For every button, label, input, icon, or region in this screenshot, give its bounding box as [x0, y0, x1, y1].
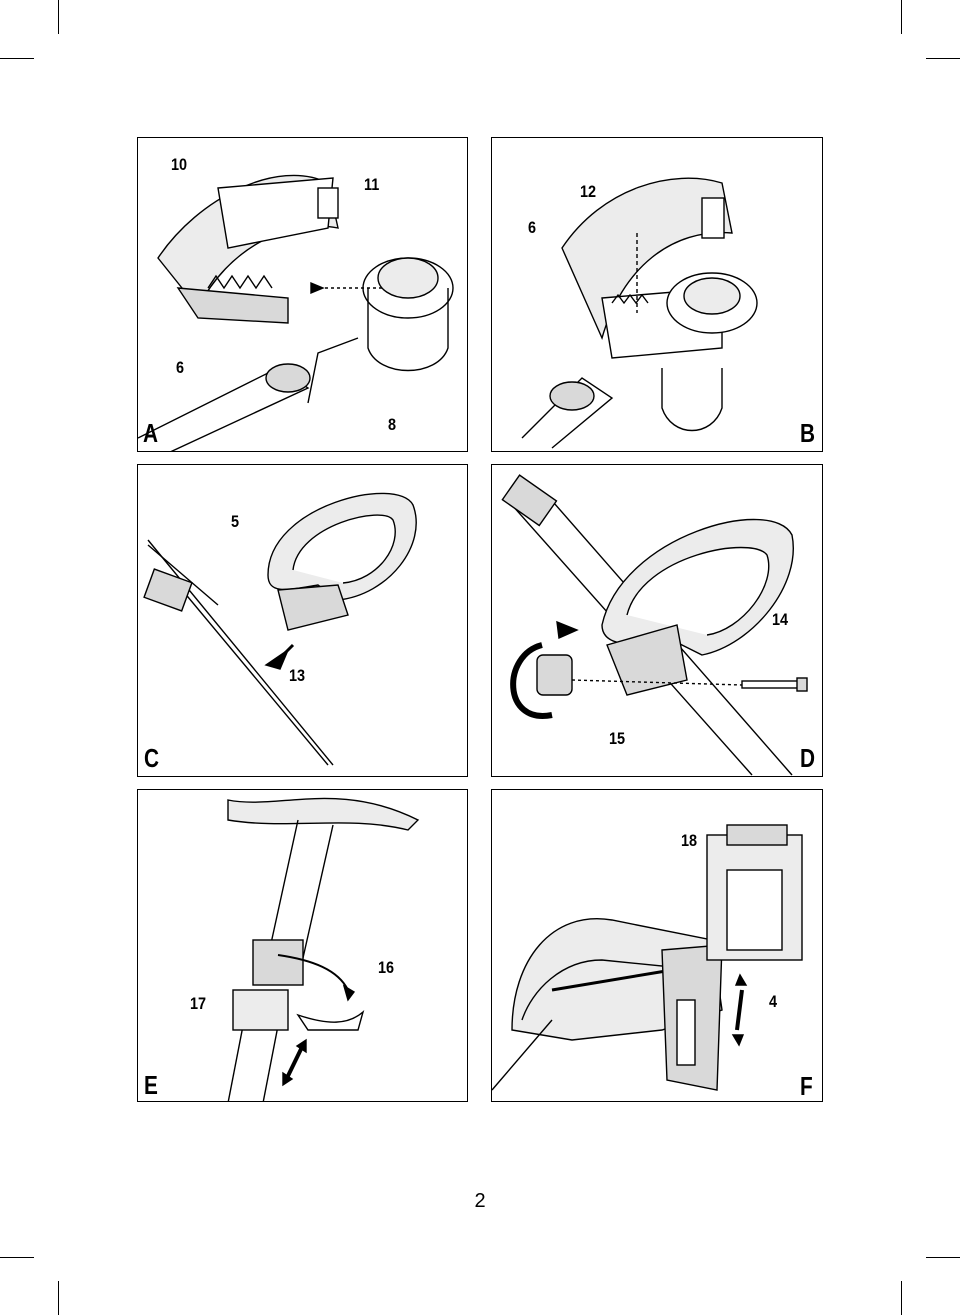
- callout-15: 15: [609, 729, 626, 748]
- crop-mark: [0, 1257, 34, 1258]
- battery-insertion-illustration: [492, 824, 803, 1091]
- callout-6: 6: [176, 358, 185, 377]
- shaft-adjustment-illustration: [227, 797, 420, 1101]
- callout-11: 11: [364, 175, 380, 194]
- panel-letter-e: E: [144, 1070, 158, 1100]
- figure-panel-c: 5 13 C: [137, 464, 468, 777]
- crop-mark: [901, 0, 902, 34]
- crop-mark: [58, 0, 59, 34]
- panel-letter-f: F: [800, 1071, 813, 1101]
- callout-17: 17: [190, 994, 207, 1013]
- callout-4: 4: [769, 992, 778, 1011]
- crop-mark: [926, 1257, 960, 1258]
- page-number: 2: [474, 1190, 486, 1212]
- panel-letter-b: B: [800, 418, 816, 448]
- crop-mark: [58, 1281, 59, 1315]
- crop-mark: [901, 1281, 902, 1315]
- callout-14: 14: [772, 610, 789, 629]
- handle-mounting-illustration: [501, 474, 808, 776]
- panel-letter-c: C: [144, 743, 160, 773]
- callout-13: 13: [289, 666, 306, 685]
- callout-12: 12: [580, 182, 597, 201]
- crop-mark: [926, 58, 960, 59]
- panel-letter-d: D: [800, 743, 816, 773]
- callout-10: 10: [171, 155, 188, 174]
- figure-panel-d: 14 15 D: [491, 464, 823, 777]
- callout-16: 16: [378, 958, 395, 977]
- callout-6: 6: [528, 218, 537, 237]
- callout-8: 8: [388, 415, 397, 434]
- figure-panel-f: 18 4 F: [491, 789, 823, 1102]
- callout-5: 5: [231, 512, 240, 531]
- panel-letter-a: A: [143, 418, 159, 448]
- trimmer-guard-illustration: [138, 174, 454, 451]
- crop-mark: [0, 58, 34, 59]
- figure-panel-a: 10 11 6 8 A: [137, 137, 468, 452]
- trimmer-guard-mounted-illustration: [521, 177, 758, 449]
- callout-18: 18: [681, 831, 698, 850]
- figure-panel-e: 16 17 E: [137, 789, 468, 1102]
- figure-panel-b: 12 6 B: [491, 137, 823, 452]
- handle-removal-illustration: [143, 492, 417, 766]
